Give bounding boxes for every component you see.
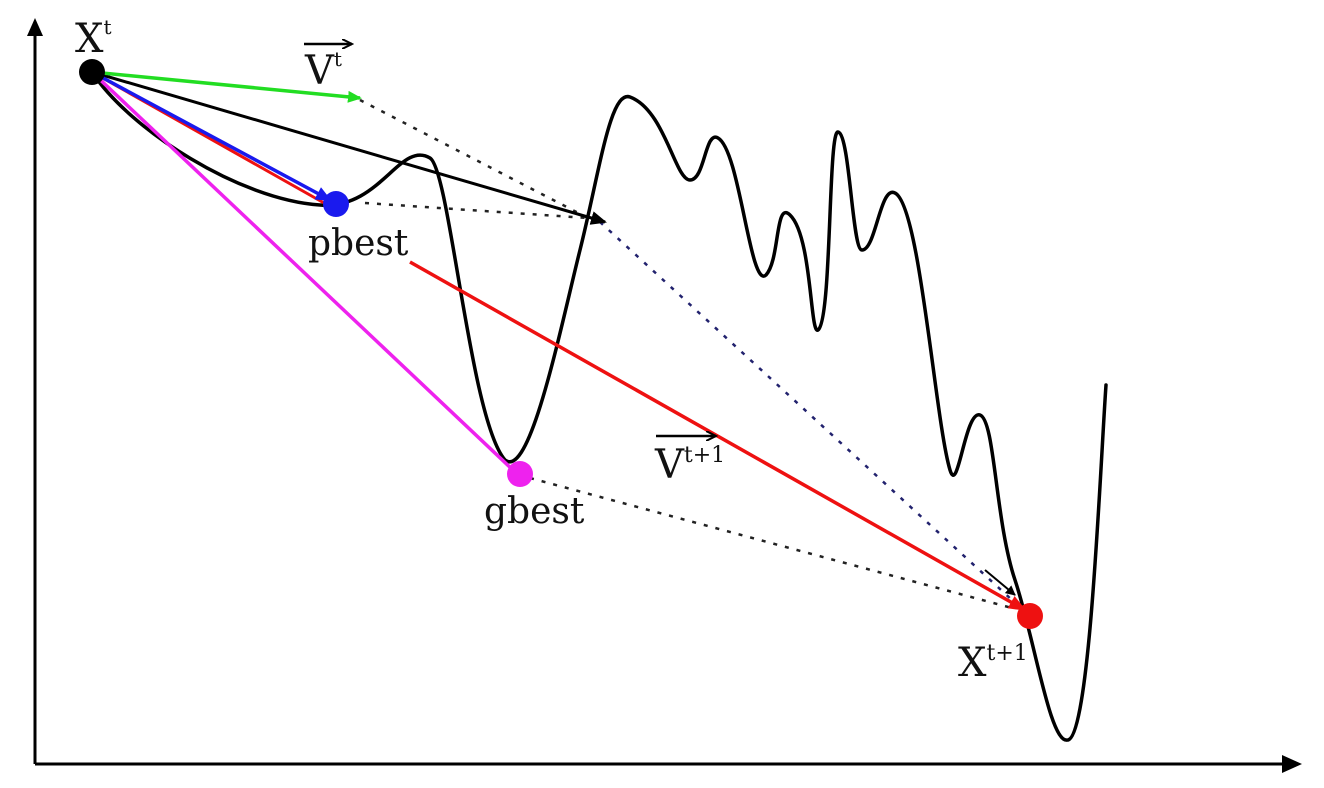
x-t-label: Xt [75, 15, 112, 62]
inertia-vector [91, 70, 362, 103]
gbest-point [507, 461, 533, 487]
v-t-label: Vt [304, 47, 342, 94]
v-t1-label-group: Vt+1 [654, 436, 725, 488]
x-axis-arrowhead-icon [1282, 755, 1302, 773]
resultant-vector [91, 70, 607, 225]
guide-gbest-to-xt1 [529, 476, 1013, 610]
pbest-label: pbest [308, 223, 409, 264]
xt1-incoming-arrow [984, 569, 1016, 596]
x-t1-label: Xt+1 [958, 640, 1028, 686]
guide-pbest-to-resultant [364, 201, 589, 220]
cognitive-vector [91, 70, 332, 202]
v-t-label-group: Vt [304, 44, 352, 94]
gbest-label: gbest [484, 491, 585, 532]
axes [27, 18, 1302, 773]
guide-resultant-to-xt1 [599, 221, 1013, 601]
new-velocity-vector [409, 260, 1027, 612]
guide-lines [359, 98, 1013, 610]
x-t-point [79, 59, 105, 85]
pbest-point [323, 191, 349, 217]
x-t1-point [1017, 603, 1043, 629]
objective-curve [90, 70, 1108, 742]
y-axis-arrowhead-icon [27, 18, 43, 36]
social-vector [90, 70, 517, 474]
v-t1-label: Vt+1 [654, 442, 725, 488]
